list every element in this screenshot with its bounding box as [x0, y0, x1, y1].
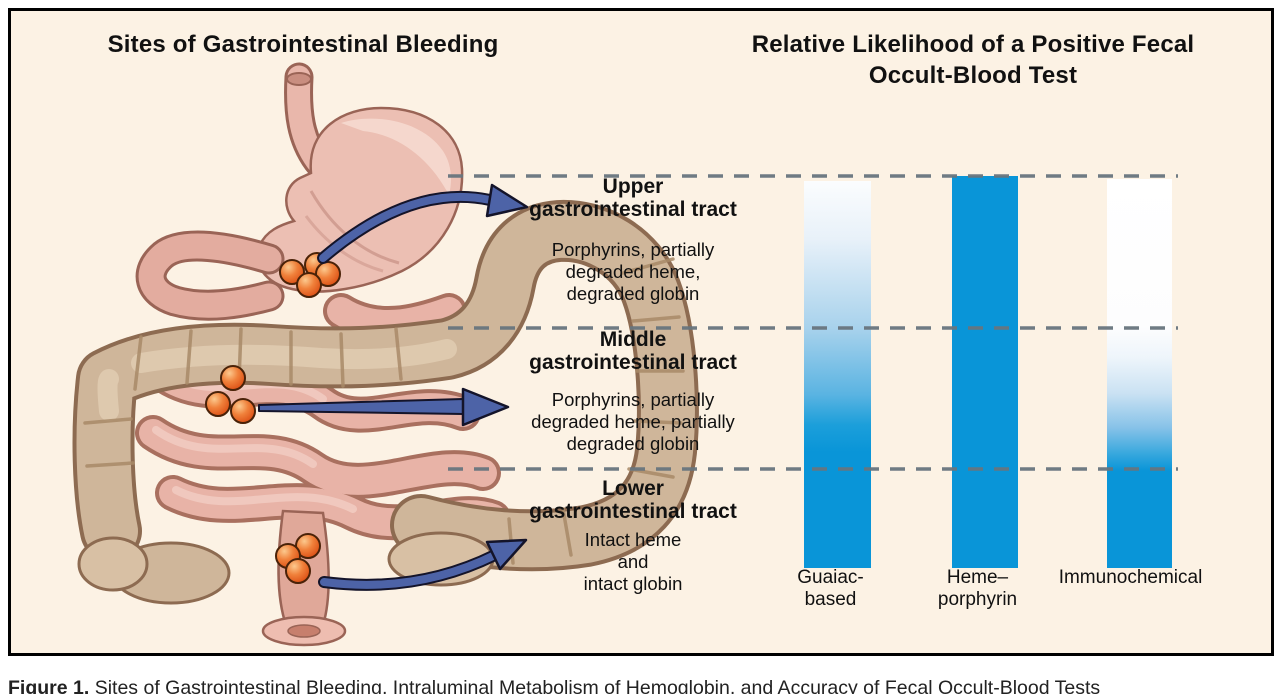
lower-gi-desc-line3: intact globin	[583, 573, 683, 594]
right-panel-title: Relative Likelihood of a Positive Fecal …	[713, 29, 1233, 91]
figure-artwork	[72, 62, 1178, 647]
likelihood-bars	[804, 176, 1172, 568]
colon	[72, 199, 699, 605]
right-panel-title-line1: Relative Likelihood of a Positive Fecal	[751, 31, 1195, 58]
bar-label-immunochemical: Immunochemical	[1048, 567, 1213, 589]
lower-gi-desc-line1: Intact heme	[584, 529, 682, 550]
middle-gi-desc-line3: degraded globin	[566, 433, 700, 454]
duodenum	[135, 230, 285, 321]
middle-gi-label-line1: Middle	[599, 328, 667, 351]
arrow-lower-gi	[318, 538, 528, 591]
upper-gi-label-line2: gastrointestinal tract	[529, 198, 737, 221]
figure-caption: Figure 1. Sites of Gastrointestinal Blee…	[8, 677, 1282, 694]
bar-label-heme-line2: porphyrin	[937, 589, 1018, 610]
left-panel-title: Sites of Gastrointestinal Bleeding	[107, 31, 499, 58]
bar-heme-porphyrin	[952, 176, 1018, 568]
lower-gi-label-line1: Lower	[602, 477, 664, 500]
blood-cells-middle	[205, 365, 256, 424]
bar-immunochemical	[1107, 179, 1172, 568]
upper-gi-description: Porphyrins, partially degraded heme, deg…	[473, 239, 793, 305]
middle-gi-label: Middle gastrointestinal tract	[473, 328, 793, 374]
middle-gi-label-line2: gastrointestinal tract	[529, 351, 737, 374]
middle-gi-desc-line2: degraded heme, partially	[531, 411, 735, 432]
arrow-middle-gi	[258, 387, 510, 427]
pointer-arrows	[258, 183, 529, 591]
upper-gi-label-line1: Upper	[602, 175, 664, 198]
stomach	[256, 106, 464, 293]
upper-gi-desc-line2: degraded heme,	[565, 261, 701, 282]
upper-gi-label: Upper gastrointestinal tract	[473, 175, 793, 221]
figure-panel: Sites of Gastrointestinal Bleeding Relat…	[8, 8, 1274, 656]
dashed-separators	[448, 174, 1178, 471]
figure-caption-text: Sites of Gastrointestinal Bleeding, Intr…	[89, 677, 1101, 694]
arrow-upper-gi	[317, 183, 529, 264]
lower-gi-desc-line2: and	[617, 551, 649, 572]
lower-gi-description: Intact heme and intact globin	[473, 529, 793, 595]
bar-label-guaiac-line2: based	[804, 589, 857, 610]
blood-cells-lower	[275, 533, 321, 584]
bar-label-guaiac-line1: Guaiac-	[797, 567, 864, 588]
bar-guaiac-based	[804, 181, 871, 568]
middle-gi-description: Porphyrins, partially degraded heme, par…	[473, 389, 793, 455]
right-panel-title-line2: Occult-Blood Test	[868, 62, 1078, 89]
middle-gi-desc-line1: Porphyrins, partially	[551, 389, 715, 410]
upper-gi-desc-line1: Porphyrins, partially	[551, 239, 715, 260]
bar-label-heme-line1: Heme–	[946, 567, 1009, 588]
lower-gi-label: Lower gastrointestinal tract	[473, 477, 793, 523]
bar-label-immuno-line1: Immunochemical	[1058, 567, 1203, 588]
figure-caption-number: Figure 1.	[8, 677, 90, 694]
upper-gi-desc-line3: degraded globin	[566, 283, 700, 304]
lower-gi-label-line2: gastrointestinal tract	[529, 500, 737, 523]
bar-label-guaiac-based: Guaiac- based	[768, 567, 893, 611]
bar-label-heme-porphyrin: Heme– porphyrin	[915, 567, 1040, 611]
